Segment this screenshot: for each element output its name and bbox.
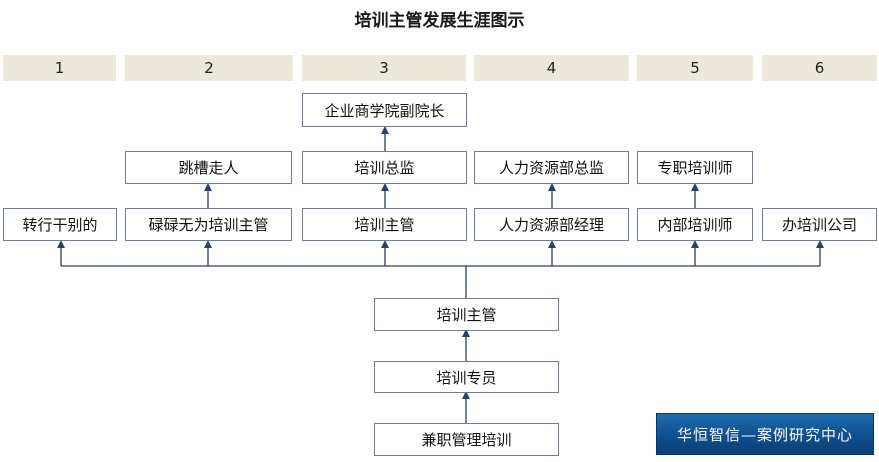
diagram-title: 培训主管发展生涯图示 bbox=[354, 11, 525, 31]
node-training-manager-upper: 培训主管 bbox=[302, 208, 467, 241]
node-training-manager: 培训主管 bbox=[374, 298, 559, 331]
node-job-hop: 跳槽走人 bbox=[125, 151, 292, 184]
column-header-3: 3 bbox=[302, 55, 466, 81]
node-career-change: 转行干别的 bbox=[3, 208, 117, 241]
column-header-2: 2 bbox=[125, 55, 293, 81]
node-training-specialist: 培训专员 bbox=[374, 361, 559, 393]
node-hr-director: 人力资源部总监 bbox=[474, 151, 629, 184]
node-training-company: 办培训公司 bbox=[762, 208, 877, 241]
column-header-6: 6 bbox=[762, 55, 877, 81]
node-business-school-vice-dean: 企业商学院副院长 bbox=[302, 93, 467, 127]
node-training-director: 培训总监 bbox=[302, 151, 467, 184]
column-header-5: 5 bbox=[637, 55, 753, 81]
column-header-4: 4 bbox=[474, 55, 629, 81]
node-full-time-trainer: 专职培训师 bbox=[637, 151, 753, 184]
watermark-logo: 华恒智信—案例研究中心 bbox=[656, 413, 874, 455]
node-mediocre-manager: 碌碌无为培训主管 bbox=[125, 208, 292, 241]
node-hr-manager: 人力资源部经理 bbox=[474, 208, 629, 241]
node-part-time-training: 兼职管理培训 bbox=[374, 423, 559, 456]
column-header-1: 1 bbox=[3, 55, 116, 81]
node-internal-trainer: 内部培训师 bbox=[637, 208, 753, 241]
